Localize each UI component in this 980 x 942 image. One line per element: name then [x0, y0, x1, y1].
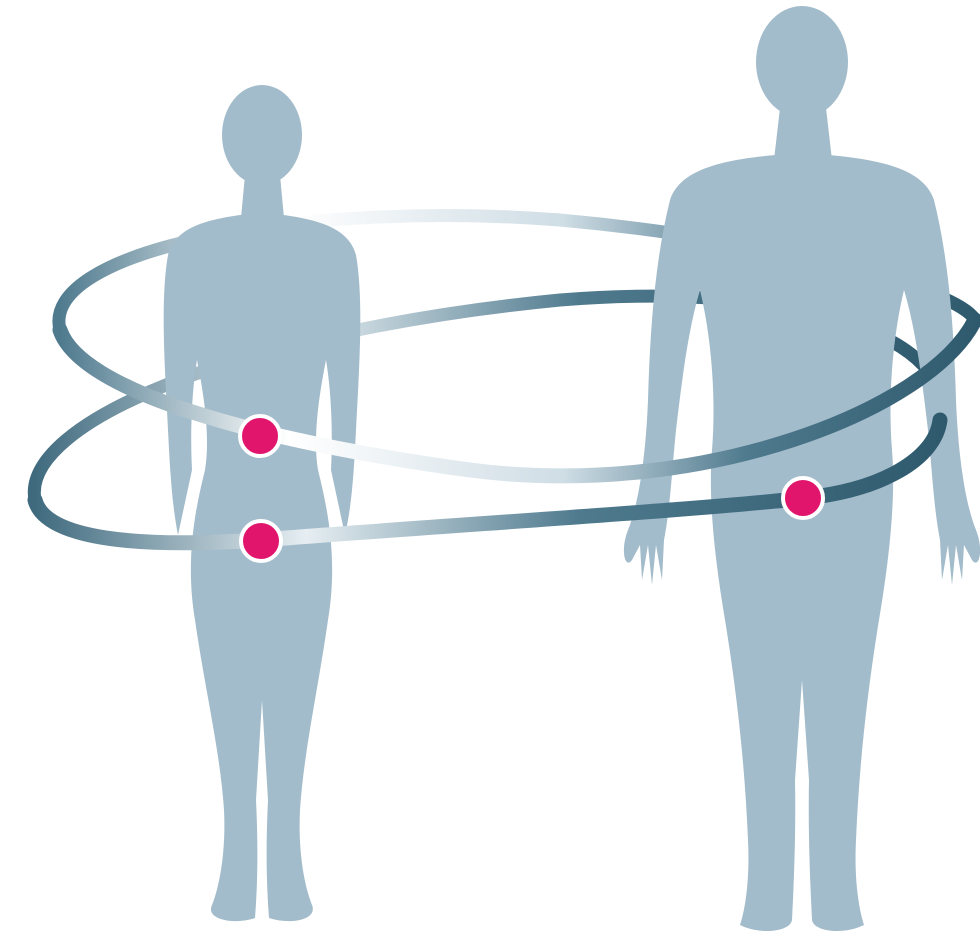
- male-body: [624, 155, 980, 931]
- point-marker-right: [783, 478, 823, 518]
- female-body: [164, 215, 361, 921]
- point-marker-upper-left: [240, 416, 280, 456]
- female-silhouette: [164, 85, 361, 921]
- male-neck: [774, 108, 832, 160]
- male-head: [756, 6, 848, 118]
- female-head: [222, 85, 302, 185]
- point-marker-lower-left: [241, 521, 281, 561]
- female-neck: [241, 175, 284, 218]
